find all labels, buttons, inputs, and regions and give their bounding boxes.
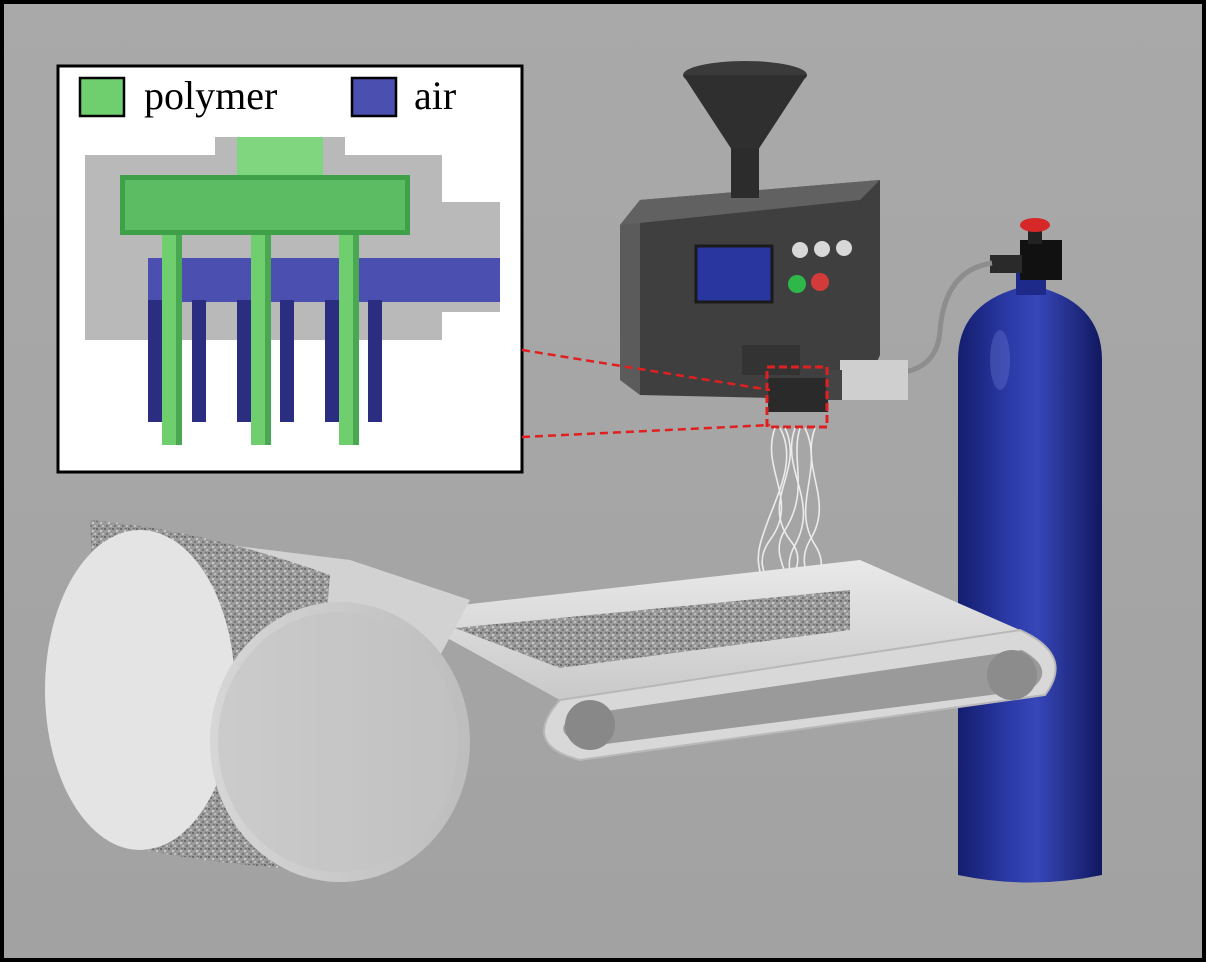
gas-cylinder-icon (958, 255, 1102, 883)
air-heater-block (840, 360, 908, 400)
control-panel-icon (620, 180, 880, 400)
conveyor-belt-icon (400, 560, 1057, 762)
highlight-box (765, 365, 829, 429)
fiber-web (455, 590, 850, 668)
panel-button (792, 242, 808, 258)
callout-line-top (521, 348, 771, 392)
polymer-swatch (78, 76, 126, 118)
stop-button (811, 273, 829, 291)
spinneret-icon (742, 345, 908, 412)
air-swatch (350, 76, 398, 118)
gas-hose (904, 260, 993, 375)
spinneret-cross-section (85, 137, 500, 445)
panel-button (814, 241, 830, 257)
panel-button (836, 240, 852, 256)
valve-icon (990, 218, 1062, 280)
machine-screen (694, 244, 774, 304)
legend-air-label: air (414, 73, 456, 118)
hopper-icon (683, 61, 807, 198)
legend-polymer-label: polymer (144, 73, 277, 118)
fiber-roll-icon (45, 520, 470, 882)
callout-line-bottom (521, 423, 771, 439)
start-button (788, 275, 806, 293)
legend: polymer air (78, 73, 456, 118)
